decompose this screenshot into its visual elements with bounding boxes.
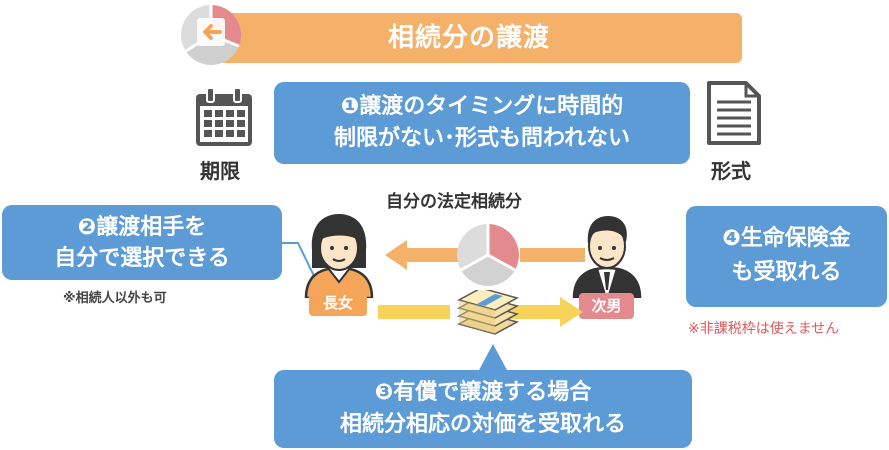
calendar-icon [196, 87, 252, 146]
share-label: 自分の法定相続分 [386, 192, 522, 212]
point-3-box: ❸有償で譲渡する場合 相続分相応の対価を受取れる [274, 370, 692, 448]
transfer-arrow-left [385, 240, 585, 270]
point-2-box: ❷譲渡相手を 自分で選択できる [2, 205, 282, 280]
man-avatar [572, 216, 642, 298]
point-4-note: ※非課税枠は使えません [688, 321, 840, 337]
point-1-line-1: ❶譲渡のタイミングに時間的 [340, 94, 624, 119]
point-3-line-2: 相続分相応の対価を受取れる [339, 412, 626, 437]
deadline-label: 期限 [200, 159, 240, 183]
point-2-note: ※相続人以外も可 [63, 291, 167, 306]
point-2-line-2: 自分で選択できる [54, 246, 230, 271]
point-4-box: ❹生命保険金 も受取れる [686, 206, 887, 307]
point-4-line-2: も受取れる [731, 260, 842, 285]
money-stack-icon [457, 290, 519, 335]
woman-avatar [304, 214, 374, 298]
document-icon [707, 81, 761, 145]
form-label: 形式 [711, 159, 751, 183]
pie-chart-icon [457, 224, 519, 286]
point-1-line-2: 制限がない･形式も問われない [334, 126, 630, 151]
son-badge: 次男 [579, 293, 634, 319]
daughter-badge: 長女 [309, 290, 367, 316]
point-4-line-1: ❹生命保険金 [722, 226, 851, 251]
point-1-box: ❶譲渡のタイミングに時間的 制限がない･形式も問われない [274, 82, 690, 164]
point-3-pointer [478, 344, 508, 372]
point-3-line-1: ❸有償で譲渡する場合 [374, 380, 592, 405]
arrow-pie-icon [181, 4, 242, 65]
point-2-line-1: ❷譲渡相手を [77, 215, 207, 240]
title-bar [196, 13, 742, 63]
page-title: 相続分の譲渡 [387, 23, 550, 53]
